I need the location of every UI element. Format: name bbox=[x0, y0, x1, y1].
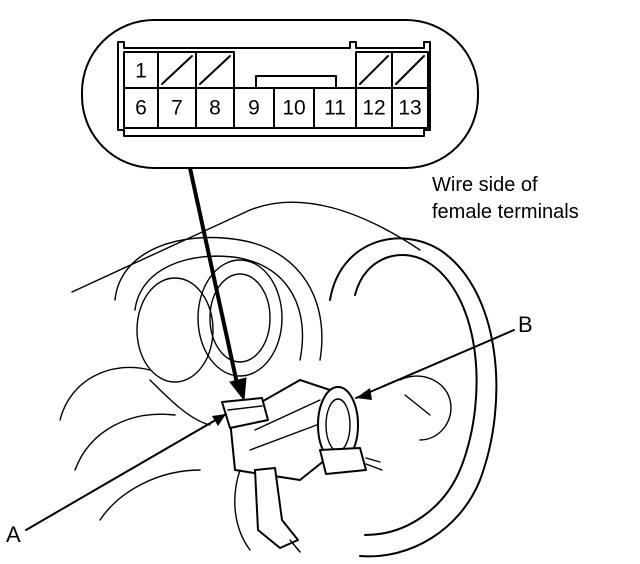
connector-latch bbox=[255, 75, 337, 89]
callout-a: A bbox=[6, 413, 227, 547]
caption-line-1: Wire side of bbox=[432, 174, 538, 196]
unused-terminal-slash bbox=[161, 55, 193, 85]
caption-line-2: female terminals bbox=[432, 201, 579, 223]
detail-bubble-outline bbox=[81, 19, 479, 169]
terminal-number: 12 bbox=[362, 97, 385, 120]
terminal-number: 11 bbox=[324, 97, 346, 120]
steering-column-illustration bbox=[59, 201, 498, 558]
connector-detail-callout: 1 6 7 8 9 10 11 12 13 bbox=[81, 19, 479, 169]
connector-housing bbox=[117, 41, 431, 137]
detail-pointer-arrow bbox=[188, 167, 247, 402]
terminal-number: 13 bbox=[398, 97, 421, 120]
callout-a-leader bbox=[25, 413, 227, 531]
terminal-number: 1 bbox=[135, 60, 147, 83]
unused-terminal-slash bbox=[199, 55, 231, 85]
terminal-number: 10 bbox=[282, 97, 305, 120]
callout-a-label: A bbox=[6, 522, 21, 547]
terminal-cell bbox=[391, 87, 429, 129]
callout-b-leader bbox=[355, 329, 515, 399]
callout-b-label: B bbox=[518, 312, 533, 337]
terminal-number: 8 bbox=[209, 97, 221, 120]
unused-terminal-slash bbox=[395, 55, 425, 85]
connector-caption: Wire side of female terminals bbox=[432, 174, 579, 223]
terminal-number: 7 bbox=[171, 97, 183, 120]
callout-b-arrowhead bbox=[356, 388, 372, 400]
callout-b: B bbox=[355, 312, 533, 400]
terminal-number: 6 bbox=[135, 97, 147, 120]
terminal-number: 9 bbox=[248, 97, 260, 120]
callout-a-arrowhead bbox=[212, 414, 226, 426]
connector-top-row: 1 bbox=[123, 51, 429, 89]
unused-terminal-slash bbox=[359, 55, 389, 85]
connector-bottom-row: 6 7 8 9 10 11 12 13 bbox=[123, 87, 429, 129]
